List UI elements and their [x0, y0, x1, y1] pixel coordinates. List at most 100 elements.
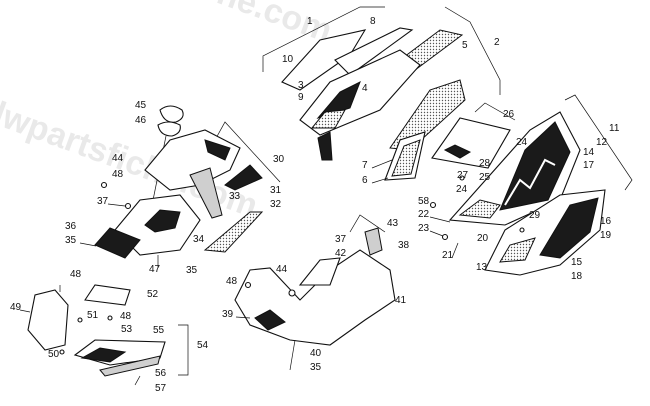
callout-c46: 46 [135, 115, 147, 126]
callout-c26: 26 [503, 109, 515, 120]
callout-c37: 37 [97, 196, 109, 207]
part-41 [234, 249, 396, 346]
part-39-detail [254, 309, 286, 331]
callout-c9: 9 [298, 92, 304, 103]
callout-c51: 51 [87, 310, 99, 321]
callout-c21: 21 [442, 250, 454, 261]
part-26 [431, 117, 511, 169]
part-34-pocket [144, 209, 181, 233]
part-33 [189, 167, 223, 219]
callout-c52: 52 [147, 289, 159, 300]
callout-c48c: 48 [120, 311, 132, 322]
part-31 [224, 164, 263, 191]
callout-c17: 17 [583, 160, 595, 171]
callout-c23: 23 [418, 223, 430, 234]
callout-c30: 30 [273, 154, 285, 165]
part-53 [80, 347, 127, 363]
part-44-b [288, 289, 296, 297]
callout-c35c: 35 [310, 362, 322, 373]
part-48-c [107, 315, 113, 321]
callout-c50: 50 [48, 349, 60, 360]
callout-c29: 29 [529, 210, 541, 221]
part-14-mesh [458, 199, 501, 219]
callout-c27: 27 [457, 170, 469, 181]
part-3-lower [317, 131, 333, 161]
callout-c14: 14 [583, 147, 595, 158]
callout-c20: 20 [477, 233, 489, 244]
callout-c7: 7 [362, 160, 368, 171]
callout-c55: 55 [153, 325, 165, 336]
callout-c28: 28 [479, 158, 491, 169]
callout-c41: 41 [395, 295, 407, 306]
callout-c16: 16 [600, 216, 612, 227]
callout-c56: 56 [155, 368, 167, 379]
windshield-assembly [262, 6, 501, 184]
part-15-mesh [499, 237, 536, 263]
part-36 [94, 227, 141, 259]
part-46 [157, 121, 181, 137]
callout-c8: 8 [370, 16, 376, 27]
part-48-a [100, 181, 108, 189]
callout-c1: 1 [307, 16, 313, 27]
part-37-a [124, 202, 132, 210]
callout-c44b: 44 [276, 264, 288, 275]
part-52 [84, 284, 131, 306]
part-16-graphic [539, 197, 599, 259]
part-10 [281, 29, 367, 91]
part-27 [459, 175, 465, 181]
callout-c3: 3 [298, 80, 304, 91]
callout-c54: 54 [197, 340, 209, 351]
part-45 [159, 105, 184, 123]
callout-c47: 47 [149, 264, 161, 275]
callout-c24: 24 [516, 137, 528, 148]
part-43 [364, 227, 383, 256]
callout-c43: 43 [387, 218, 399, 229]
callout-c12: 12 [596, 137, 608, 148]
part-26-vent [443, 144, 472, 159]
callout-c31: 31 [270, 185, 282, 196]
part-9 [310, 109, 346, 129]
callout-c49: 49 [10, 302, 22, 313]
callout-c44: 44 [112, 153, 124, 164]
part-29 [519, 227, 525, 233]
callout-c39: 39 [222, 309, 234, 320]
callout-c19: 19 [600, 230, 612, 241]
console-assembly [79, 105, 281, 268]
callout-c34: 34 [193, 234, 205, 245]
callout-c22: 22 [418, 209, 430, 220]
part-6-mesh [391, 139, 421, 177]
callout-c2: 2 [494, 37, 500, 48]
part-51 [77, 317, 83, 323]
callout-c35b: 35 [65, 235, 77, 246]
part-48-b [244, 281, 252, 289]
part-42 [298, 257, 341, 286]
callout-c58: 58 [418, 196, 430, 207]
bracket-assembly [19, 284, 189, 386]
callout-c13: 13 [476, 262, 488, 273]
callout-c40: 40 [310, 348, 322, 359]
watermark: blwpartsfiche.com [44, 0, 338, 50]
callout-c33: 33 [229, 191, 241, 202]
part-50 [59, 349, 65, 355]
part-58 [429, 201, 437, 209]
callout-c37b: 37 [335, 234, 347, 245]
callout-c45: 45 [135, 100, 147, 111]
callout-c38: 38 [398, 240, 410, 251]
callout-c36: 36 [65, 221, 77, 232]
part-12-graphic [499, 121, 571, 211]
callout-c15: 15 [571, 257, 583, 268]
belly-pan-assembly [234, 214, 396, 371]
callout-c48d: 48 [226, 276, 238, 287]
callout-c4: 4 [362, 83, 368, 94]
callout-c18: 18 [571, 271, 583, 282]
part-23 [441, 233, 449, 241]
part-49 [27, 289, 69, 351]
callout-c35: 35 [186, 265, 198, 276]
part-32 [203, 211, 264, 253]
part-56 [99, 355, 161, 377]
callout-c11: 11 [609, 123, 620, 134]
callout-c48b: 48 [70, 269, 82, 280]
side-panel-assembly [429, 94, 633, 276]
